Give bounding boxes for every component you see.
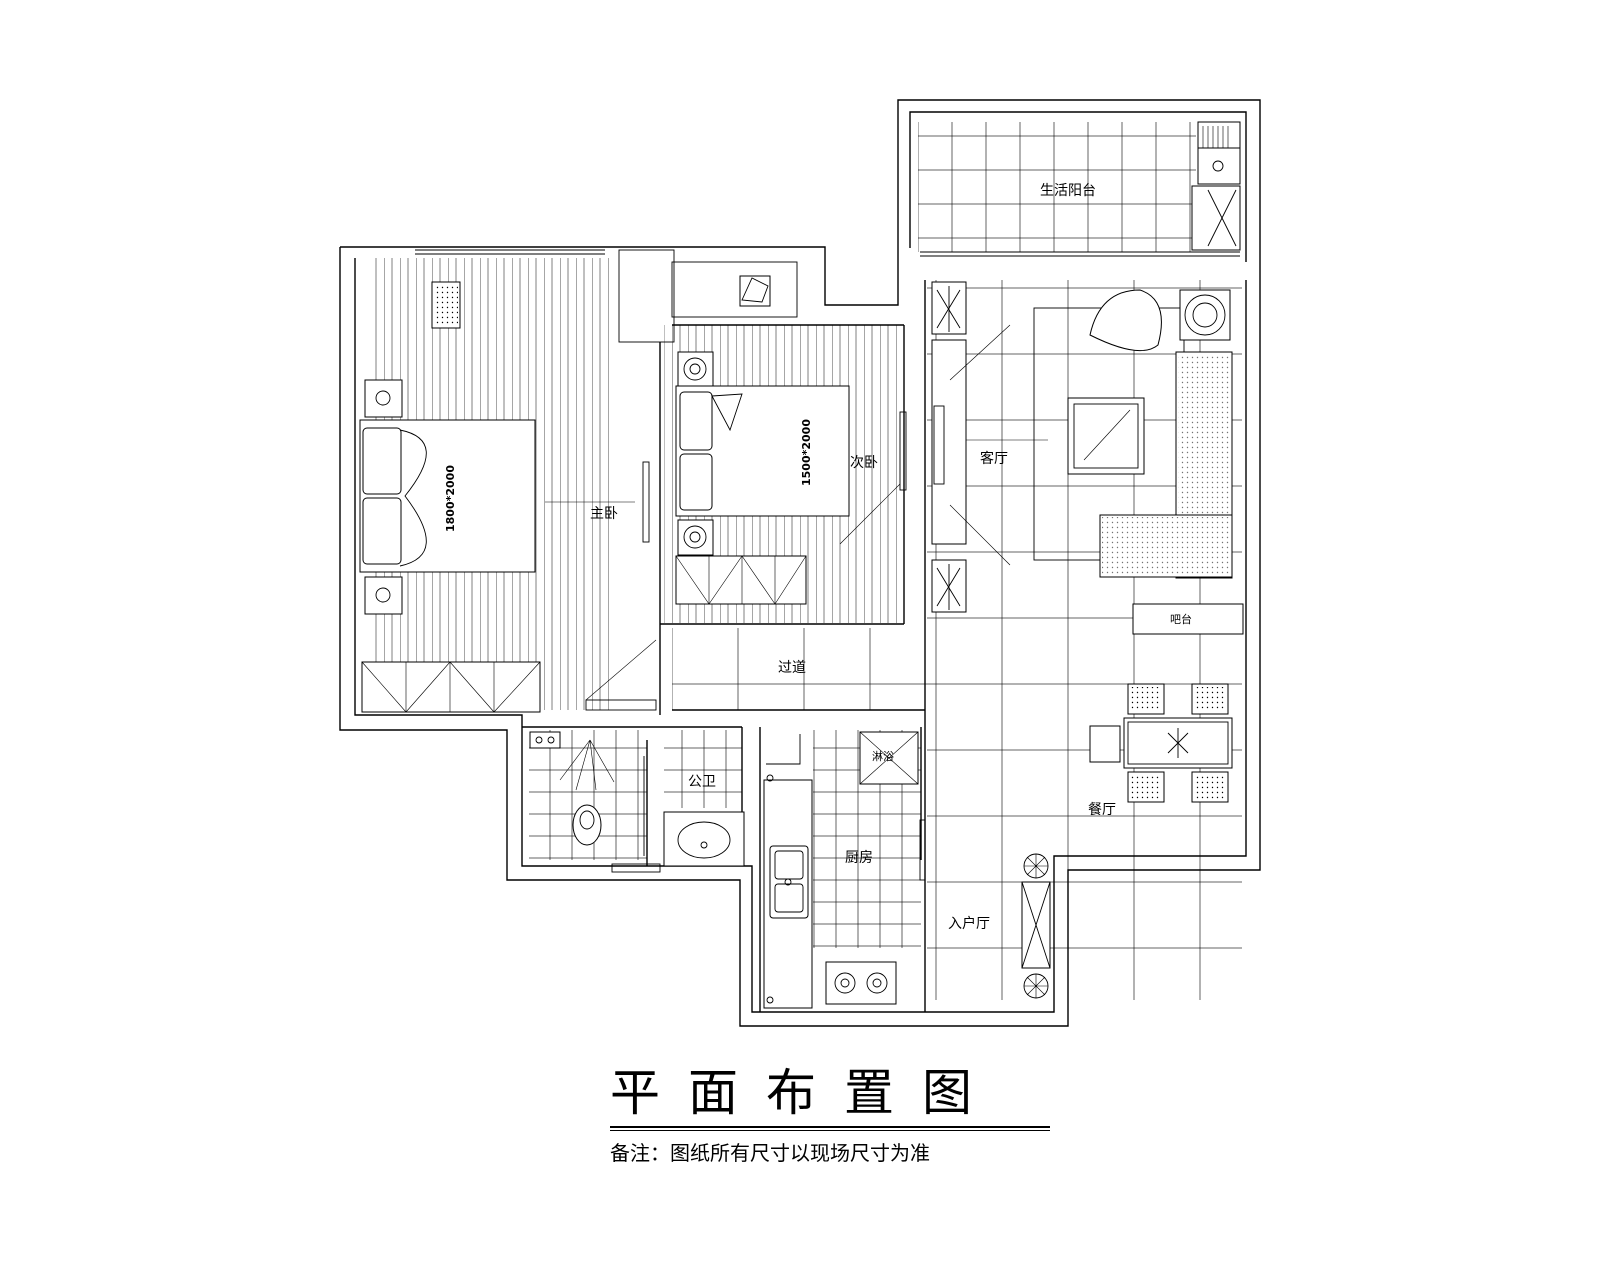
second-bedroom: 1500*2000 次卧: [675, 275, 907, 605]
washing-machine: [1191, 185, 1241, 251]
entrance-hall-label: 入户厅: [948, 915, 990, 932]
master-bedroom: 1800*2000 主卧: [359, 281, 657, 713]
nightstand: [364, 379, 403, 418]
basin-counter: [663, 811, 745, 867]
kitchen-label: 厨房: [845, 850, 873, 866]
stove: [825, 961, 897, 1005]
entrance-hall: 入户厅: [948, 853, 1051, 999]
shower-label: 淋浴: [872, 750, 894, 763]
living-room: 客厅: [931, 281, 1233, 613]
balcony: 生活阳台: [1040, 121, 1241, 251]
interior-walls: [522, 249, 926, 1012]
nightstand: [677, 519, 714, 556]
master-bedroom-label: 主卧: [590, 506, 618, 522]
dining-chair: [1089, 725, 1121, 763]
dining-label: 餐厅: [1088, 802, 1116, 818]
lamp-table: [1179, 289, 1231, 341]
title-rule: [610, 1130, 1050, 1131]
drawing-note: 备注：图纸所有尺寸以现场尺寸为准: [610, 1141, 930, 1165]
bathroom: 公卫: [529, 731, 745, 873]
bar-label: 吧台: [1170, 612, 1192, 626]
bar-counter: [1132, 603, 1244, 635]
master-bed-size: 1800*2000: [444, 465, 457, 532]
exterior-walls: [339, 99, 1261, 1027]
second-bed-size: 1500*2000: [800, 419, 813, 486]
balcony-label: 生活阳台: [1040, 183, 1096, 199]
kitchen: 淋浴 厨房: [763, 731, 926, 1009]
balcony-sink: [1197, 147, 1241, 185]
wardrobe: [675, 555, 807, 605]
title-rule: [610, 1126, 1050, 1128]
nightstand: [677, 351, 714, 388]
nightstand: [364, 576, 403, 615]
tv-cabinet: [931, 339, 967, 545]
dining-area: 吧台 餐厅: [1088, 603, 1244, 818]
title-block: 平面布置图 备注：图纸所有尺寸以现场尺寸为准: [610, 1062, 1050, 1166]
page-title: 平面布置图: [610, 1064, 1000, 1122]
wardrobe: [361, 661, 541, 713]
bathroom-label: 公卫: [688, 774, 716, 790]
living-room-label: 客厅: [980, 450, 1008, 467]
corridor-label: 过道: [778, 660, 806, 676]
kitchen-sink: [769, 845, 809, 919]
armchair: [1089, 289, 1162, 352]
toilet: [572, 804, 602, 846]
second-bedroom-label: 次卧: [850, 455, 878, 471]
